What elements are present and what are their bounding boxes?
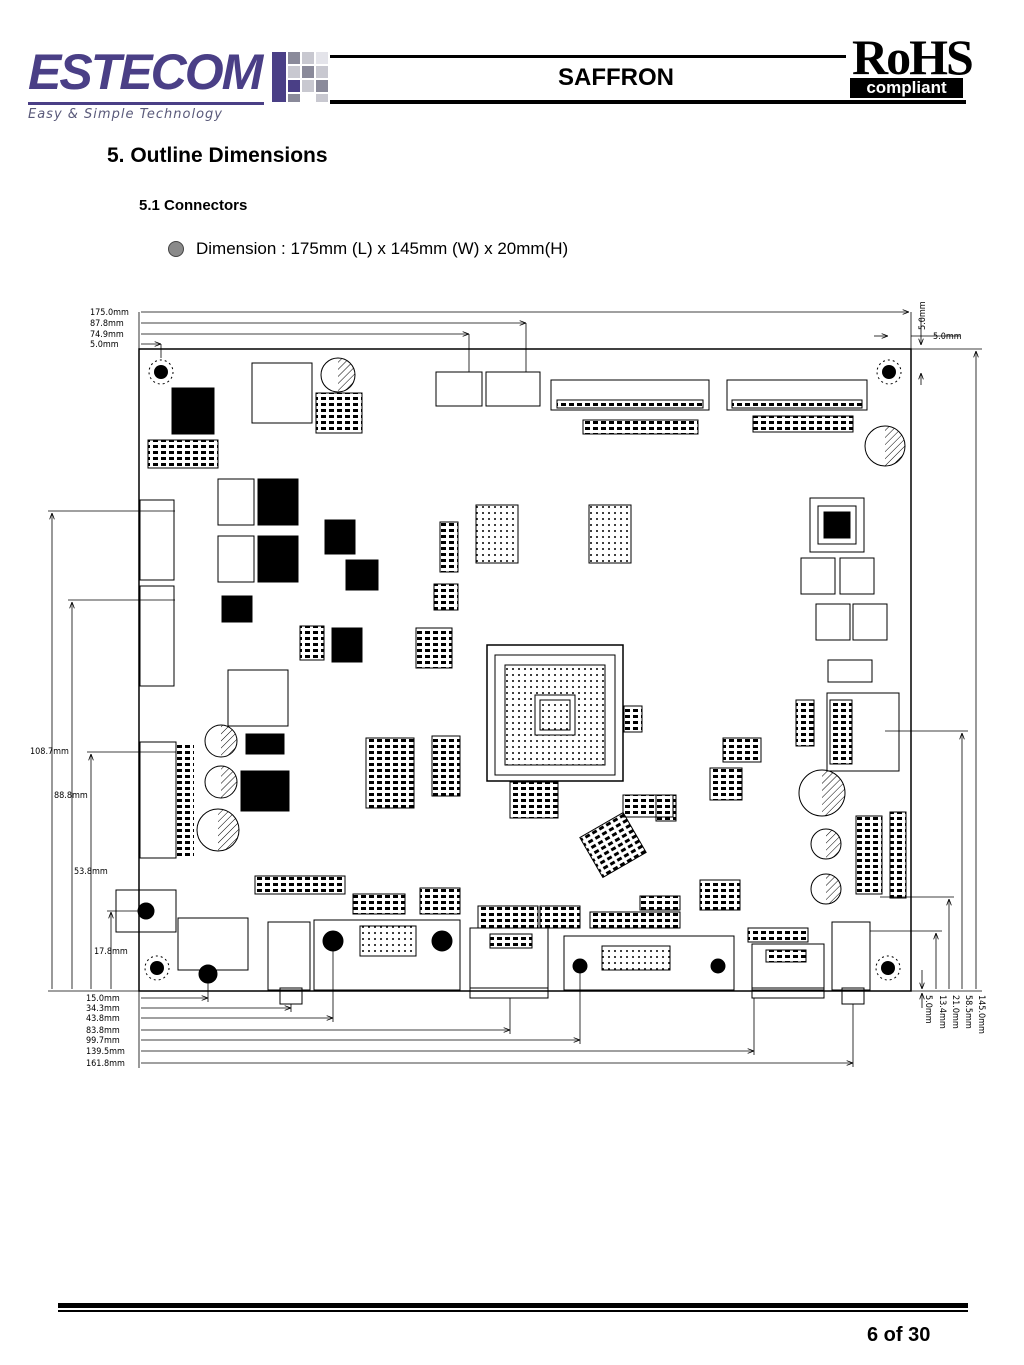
dim-label: 74.9mm bbox=[90, 330, 124, 340]
dim-label: 5.0mm bbox=[90, 340, 119, 350]
subsection-heading: 5.1 Connectors bbox=[139, 197, 248, 214]
left-dimension-lines bbox=[48, 510, 176, 992]
dim-label: 58.5mm bbox=[963, 995, 973, 1029]
dim-label: 13.4mm bbox=[937, 995, 947, 1029]
bottom-dimension-labels: 15.0mm 34.3mm 43.8mm 83.8mm 99.7mm 139.5… bbox=[86, 994, 125, 1069]
dim-label: 5.0mm bbox=[918, 301, 928, 330]
header-rule-bottom bbox=[330, 100, 966, 104]
section-heading: 5. Outline Dimensions bbox=[107, 144, 328, 167]
logo-underline bbox=[28, 102, 264, 105]
bullet-icon bbox=[168, 241, 184, 257]
dim-label: 139.5mm bbox=[86, 1047, 125, 1057]
dim-label: 34.3mm bbox=[86, 1004, 120, 1014]
bottom-dimension-lines bbox=[138, 951, 854, 1068]
mounting-hole-icon bbox=[150, 365, 896, 975]
dim-label: 43.8mm bbox=[86, 1014, 120, 1024]
dim-label: 83.8mm bbox=[86, 1026, 120, 1036]
logo-wordmark: ESTECOM bbox=[28, 44, 263, 100]
dim-label: 88.8mm bbox=[54, 791, 88, 801]
dim-label: 17.8mm bbox=[94, 947, 128, 957]
dimension-text: Dimension : 175mm (L) x 145mm (W) x 20mm… bbox=[196, 239, 569, 258]
dim-label: 145.0mm bbox=[976, 995, 986, 1034]
top-connectors bbox=[435, 371, 868, 435]
main-processor-bga bbox=[486, 644, 624, 782]
dim-label: 87.8mm bbox=[90, 319, 124, 329]
checkered-logo-icon bbox=[272, 52, 328, 102]
company-logo: ESTECOM Easy & Simple Technology bbox=[28, 44, 328, 128]
side-connector bbox=[826, 692, 907, 899]
dim-label: 21.0mm bbox=[950, 995, 960, 1029]
top-dimension-labels: 175.0mm 87.8mm 74.9mm 5.0mm 5.0mm 5.0mm bbox=[90, 301, 962, 350]
dim-label-overall-length: 175.0mm bbox=[90, 308, 129, 318]
dim-label: 108.7mm bbox=[30, 747, 69, 757]
bottom-connectors bbox=[115, 889, 871, 1005]
network-controller-chip bbox=[809, 497, 865, 553]
rohs-label: RoHS bbox=[852, 29, 974, 85]
rohs-compliant-badge: RoHS compliant bbox=[850, 32, 974, 98]
dim-label: 161.8mm bbox=[86, 1059, 125, 1069]
top-dimension-lines bbox=[138, 312, 960, 385]
logo-tagline: Easy & Simple Technology bbox=[28, 107, 223, 122]
header-rule-top bbox=[330, 55, 846, 58]
dim-label: 99.7mm bbox=[86, 1036, 120, 1046]
board-outline bbox=[138, 348, 912, 992]
tantalum-capacitors bbox=[800, 557, 888, 683]
dim-label: 5.0mm bbox=[933, 332, 962, 342]
footer-rule bbox=[58, 1303, 968, 1308]
smd-components bbox=[147, 392, 883, 943]
right-dimension-lines bbox=[870, 348, 982, 1008]
left-dimension-labels: 108.7mm 88.8mm 53.8mm 17.8mm bbox=[30, 747, 128, 957]
dim-label: 5.0mm bbox=[923, 995, 933, 1024]
document-title: SAFFRON bbox=[558, 64, 674, 91]
footer-rule-thin bbox=[58, 1310, 968, 1312]
right-dimension-labels: 145.0mm 58.5mm 21.0mm 13.4mm 5.0mm bbox=[923, 995, 986, 1034]
dim-label: 53.8mm bbox=[74, 867, 108, 877]
power-section bbox=[139, 362, 379, 859]
pcb-board bbox=[115, 348, 912, 1005]
memory-chip bbox=[475, 504, 632, 564]
rohs-compliant-label: compliant bbox=[850, 78, 963, 98]
dim-label: 15.0mm bbox=[86, 994, 120, 1004]
page-number: 6 of 30 bbox=[867, 1324, 931, 1346]
